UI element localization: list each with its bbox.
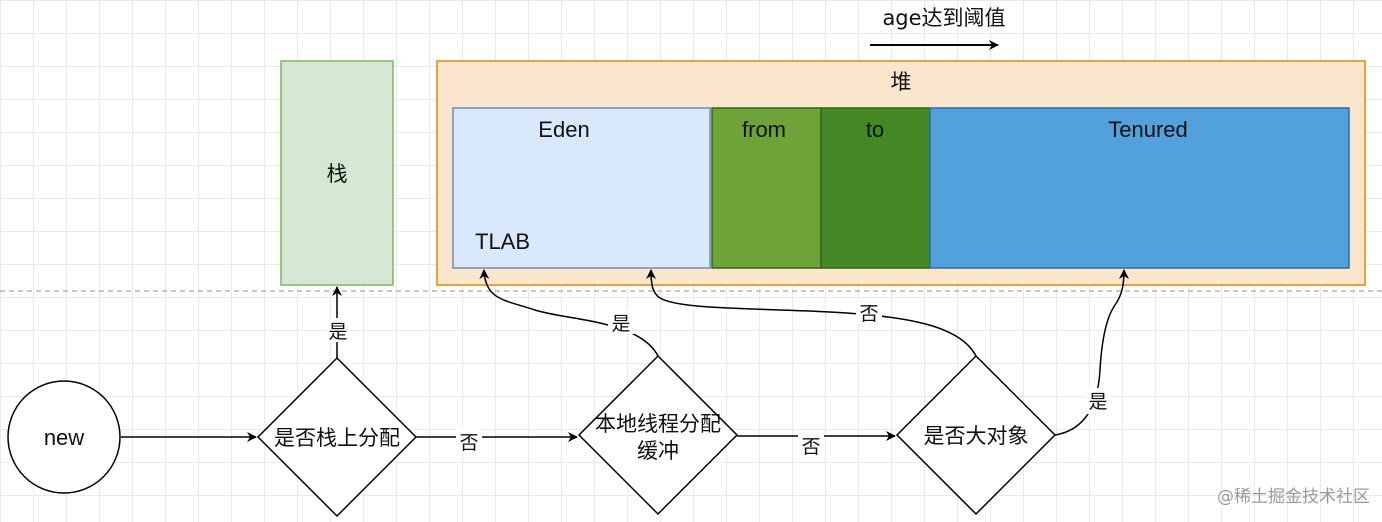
big-object-label: 是否大对象 (924, 424, 1029, 448)
heap-box: 堆 Eden TLAB from to Tenured (436, 60, 1366, 286)
from-label: from (742, 117, 786, 142)
tenured-label: Tenured (1108, 117, 1188, 142)
edge-label-stack-no: 否 (459, 432, 478, 454)
big-object-decision: 是否大对象 (895, 354, 1057, 516)
stack-alloc-label: 是否栈上分配 (274, 426, 400, 450)
edge-label-stack-yes: 是 (328, 321, 347, 343)
stack-box: 栈 (280, 60, 394, 286)
to-region: to (820, 107, 931, 269)
new-node: new (7, 380, 121, 494)
to-label: to (866, 117, 884, 142)
tlab-label: TLAB (475, 229, 530, 254)
tenured-region: Tenured (929, 107, 1350, 269)
eden-region: Eden TLAB (452, 107, 711, 269)
edge-label-tlab-no: 否 (801, 436, 820, 458)
edge-label-big-yes: 是 (1088, 391, 1107, 413)
age-threshold-label: age达到阈值 (882, 6, 1005, 30)
eden-label: Eden (538, 117, 589, 142)
arrow-big-object-to-tenured (1054, 269, 1129, 436)
tlab-decision-label-1: 本地线程分配 (595, 412, 721, 436)
stack-label: 栈 (327, 162, 348, 186)
edge-label-tlab-yes: 是 (611, 313, 630, 335)
tlab-decision-label-2: 缓冲 (637, 439, 679, 463)
tlab-decision: 本地线程分配 缓冲 (577, 354, 739, 516)
new-label: new (44, 425, 84, 450)
edge-label-big-no: 否 (859, 303, 878, 325)
arrow-big-object-to-eden (646, 269, 977, 357)
heap-label: 堆 (891, 70, 912, 94)
stack-alloc-decision: 是否栈上分配 (256, 356, 418, 518)
from-region: from (711, 107, 822, 269)
watermark: @稀土掘金技术社区 (1217, 487, 1370, 507)
